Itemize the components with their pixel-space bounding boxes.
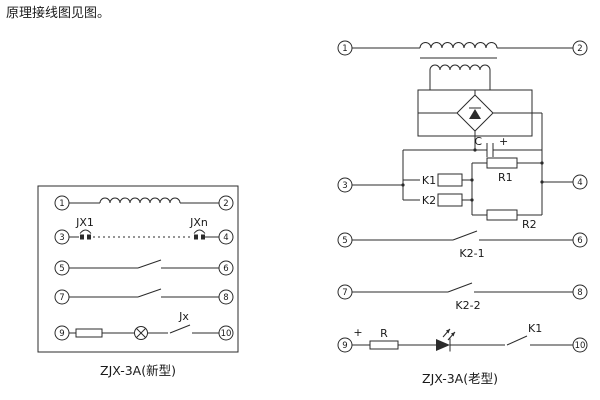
terminal-right-2: 2 <box>572 40 588 56</box>
terminal-number: 10 <box>221 329 232 339</box>
left-lamp-row: Jx <box>69 310 219 340</box>
terminal-left-9: 9 <box>54 325 70 341</box>
terminal-number: 7 <box>342 288 347 298</box>
terminal-number: 8 <box>577 288 582 298</box>
k2-1-contact-blade <box>452 230 478 241</box>
jxn-label: JXn <box>189 216 208 229</box>
bridge-rectifier <box>417 89 533 137</box>
k2-coil-symbol <box>437 193 463 207</box>
diode-symbol <box>469 107 481 119</box>
right-diagram: 1 2 3 4 5 6 7 8 9 10 <box>337 40 588 386</box>
contact-row-k2-1: K2-1 <box>352 230 573 260</box>
left-diagram: 1 2 3 4 5 6 7 8 9 10 <box>37 185 239 378</box>
terminal-number: 3 <box>59 233 64 243</box>
terminal-number: 9 <box>342 341 347 351</box>
relay-coil-symbol <box>99 197 181 204</box>
terminal-number: 4 <box>223 233 228 243</box>
r-resistor-symbol <box>369 340 399 350</box>
terminal-number: 10 <box>575 341 586 351</box>
r2-branch: R2 <box>472 209 542 231</box>
terminal-number: 3 <box>342 181 347 191</box>
terminal-number: 8 <box>223 293 228 303</box>
left-caption: ZJX-3A(新型) <box>100 363 176 378</box>
k1-coil-branch: K1 <box>403 173 472 187</box>
resistor-symbol <box>75 328 103 338</box>
r1-resistor-symbol <box>486 157 518 169</box>
left-contact-row-7-8 <box>69 288 219 298</box>
terminal-number: 5 <box>342 236 347 246</box>
k2-coil-branch: K2 <box>403 193 472 207</box>
primary-winding <box>419 42 498 49</box>
terminal-left-8: 8 <box>218 289 234 305</box>
intro-text: 原理接线图见图。 <box>6 5 110 21</box>
terminal-number: 4 <box>577 178 582 188</box>
terminal-right-9: 9 <box>337 337 353 353</box>
terminal-right-6: 6 <box>572 232 588 248</box>
k1-contact-blade <box>506 335 528 346</box>
terminal-number: 6 <box>577 236 582 246</box>
terminal-right-3: 3 <box>337 177 353 193</box>
terminal-number: 1 <box>342 44 347 54</box>
capacitor-branch: C + <box>403 135 542 157</box>
terminal-right-10: 10 <box>572 337 588 353</box>
k2-2-label: K2-2 <box>455 299 480 312</box>
switch-blade <box>137 288 162 298</box>
terminal-left-2: 2 <box>218 195 234 211</box>
output-row: + R K1 <box>352 322 573 352</box>
transformer <box>352 42 573 90</box>
terminal-number: 2 <box>577 44 582 54</box>
k2-1-label: K2-1 <box>459 247 484 260</box>
terminal-number: 9 <box>59 329 64 339</box>
terminal-left-5: 5 <box>54 260 70 276</box>
contact-row-k2-2: K2-2 <box>352 282 573 312</box>
terminal-left-10: 10 <box>218 325 234 341</box>
terminal-number: 5 <box>59 264 64 274</box>
terminal-left-4: 4 <box>218 229 234 245</box>
r1-branch: R1 <box>472 157 542 184</box>
jx-contact-blade <box>169 324 191 334</box>
left-diagram-border <box>37 185 239 353</box>
terminal-right-1: 1 <box>337 40 353 56</box>
capacitor-symbol <box>486 143 494 157</box>
r1-label: R1 <box>498 171 513 184</box>
terminal-number: 6 <box>223 264 228 274</box>
terminal-right-4: 4 <box>572 174 588 190</box>
terminal-left-3: 3 <box>54 229 70 245</box>
jx1-label: JX1 <box>75 216 94 229</box>
k1-coil-label: K1 <box>422 174 436 187</box>
k2-2-contact-blade <box>447 282 473 293</box>
output-plus-label: + <box>353 326 362 339</box>
k1-coil-symbol <box>437 173 463 187</box>
terminal-left-6: 6 <box>218 260 234 276</box>
capacitor-label: C <box>474 135 482 148</box>
r-label: R <box>380 327 388 340</box>
lamp-symbol <box>134 326 148 340</box>
terminal-right-8: 8 <box>572 284 588 300</box>
jx1-connector-symbol <box>79 229 92 240</box>
k1-contact-label: K1 <box>528 322 542 335</box>
terminal-number: 7 <box>59 293 64 303</box>
switch-blade <box>137 259 162 269</box>
terminal-left-1: 1 <box>54 195 70 211</box>
r2-resistor-symbol <box>486 209 518 221</box>
left-coil-row <box>69 197 219 204</box>
terminal-right-5: 5 <box>337 232 353 248</box>
terminal-right-7: 7 <box>337 284 353 300</box>
jxn-connector-symbol <box>193 229 206 240</box>
left-contact-row-5-6 <box>69 259 219 269</box>
terminal-left-7: 7 <box>54 289 70 305</box>
led-symbol <box>436 328 456 352</box>
r2-label: R2 <box>522 218 537 231</box>
secondary-winding <box>429 64 491 71</box>
jx-label: Jx <box>178 310 189 323</box>
terminal-number: 1 <box>59 199 64 209</box>
terminal-number: 2 <box>223 199 228 209</box>
right-caption: ZJX-3A(老型) <box>422 371 498 386</box>
left-jx-row: JX1 JXn <box>69 216 219 240</box>
k2-coil-label: K2 <box>422 194 436 207</box>
capacitor-plus-label: + <box>499 135 508 148</box>
